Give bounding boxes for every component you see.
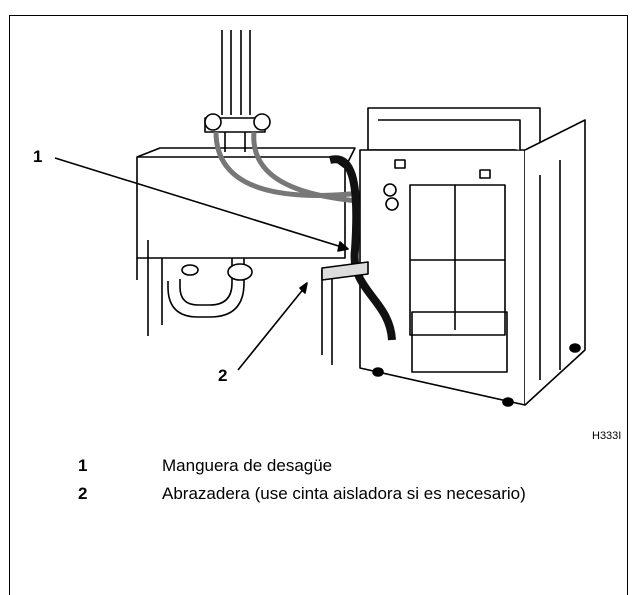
- callout-1: 1: [33, 147, 43, 166]
- legend-number: 1: [78, 456, 88, 475]
- legend-text: Manguera de desagüe: [162, 456, 333, 475]
- legend: 1 Manguera de desagüe 2 Abrazadera (use …: [78, 455, 598, 511]
- clamp: [321, 261, 369, 281]
- figure-frame: [9, 15, 628, 595]
- laundry-tub: [136, 147, 356, 365]
- callout-2: 2: [218, 366, 228, 385]
- legend-item: 1 Manguera de desagüe: [78, 455, 598, 477]
- figure-code: H333I: [592, 430, 622, 442]
- washer: [359, 107, 586, 407]
- legend-number: 2: [78, 484, 88, 503]
- washer-drain-illustration: [54, 30, 586, 407]
- drain-hose: [329, 155, 396, 341]
- legend-item: 2 Abrazadera (use cinta aisladora si es …: [78, 483, 598, 505]
- supply-pipes: [204, 30, 271, 152]
- legend-text: Abrazadera (use cinta aisladora si es ne…: [162, 484, 526, 503]
